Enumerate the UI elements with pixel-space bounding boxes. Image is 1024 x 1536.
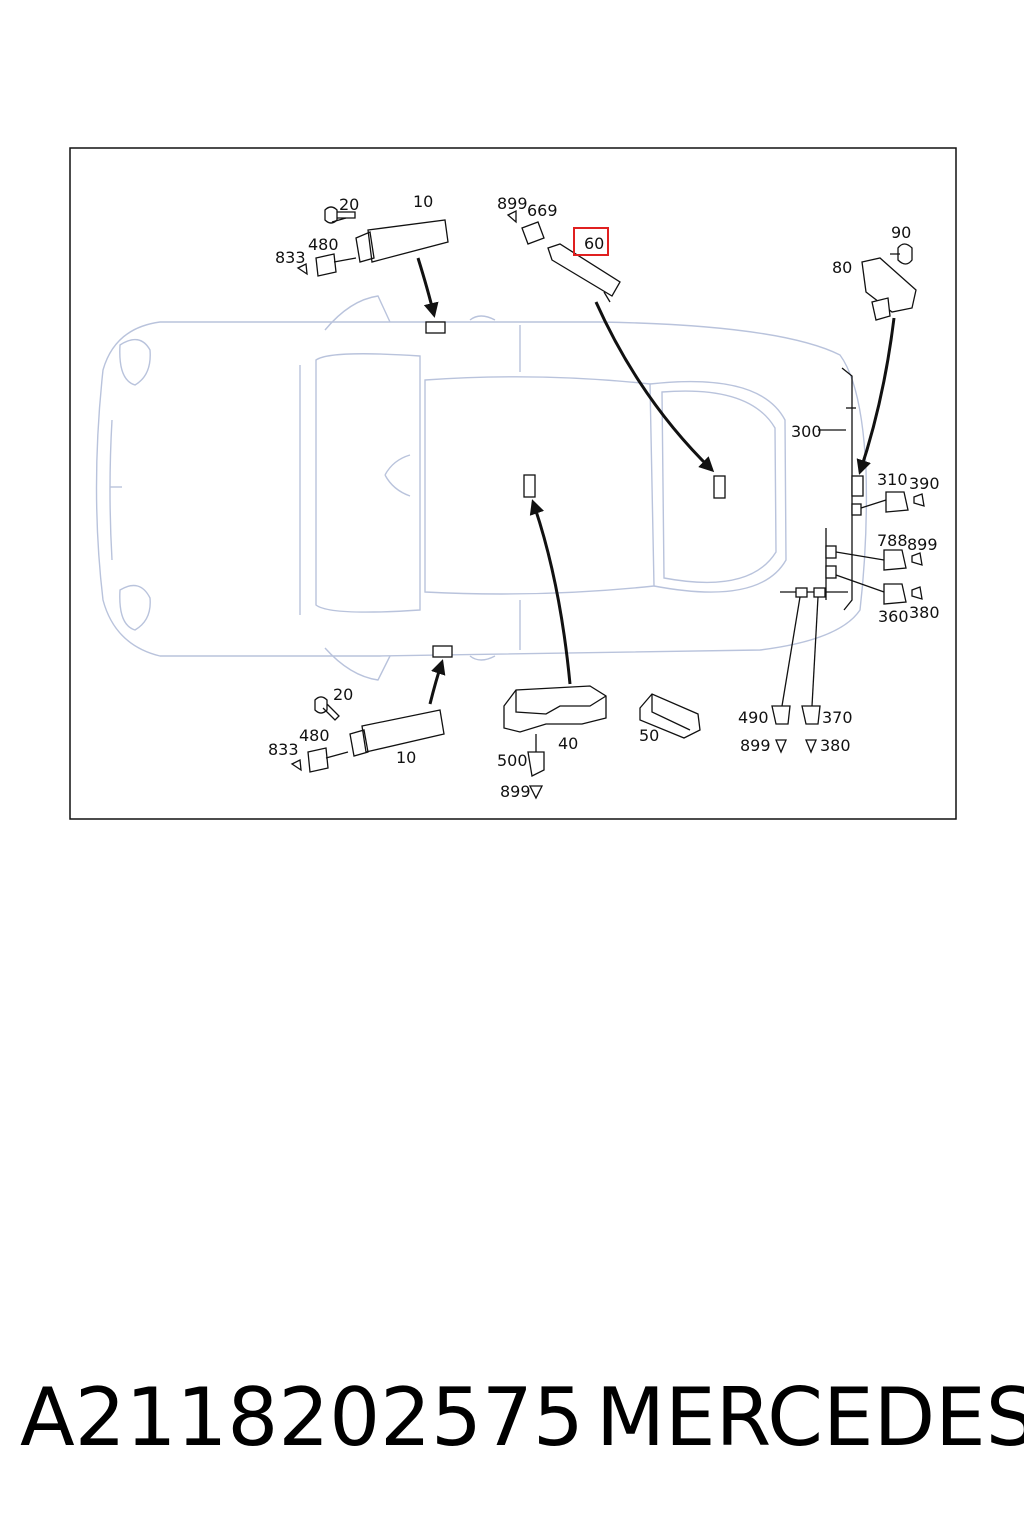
pin-icon: [506, 209, 517, 224]
highlight-box: [573, 227, 609, 256]
location-marker-center: [523, 474, 536, 498]
label-antenna-connector: 669: [527, 201, 558, 220]
connector-icon: [527, 751, 545, 777]
label-bracket: 80: [832, 258, 852, 277]
label-front-pin: 833: [275, 248, 306, 267]
connector-icon: [771, 705, 791, 725]
bracket-housing: [861, 257, 917, 313]
front-mirror-assembly: [296, 206, 449, 277]
bracket-assembly: [861, 243, 917, 321]
label-front-module: 10: [413, 192, 433, 211]
part-number: A2118202575: [20, 1371, 584, 1464]
label-control-connector: 500: [497, 751, 528, 770]
label-module-50: 50: [639, 726, 659, 745]
label-harness-c1-pin: 390: [909, 474, 940, 493]
screw-icon: [890, 243, 913, 265]
connector-icon: [883, 549, 907, 571]
label-antenna-pin: 899: [497, 194, 528, 213]
connector-icon: [521, 221, 545, 245]
module-housing: [547, 243, 621, 297]
label-rear-pin: 833: [268, 740, 299, 759]
arrow-antenna: [594, 301, 715, 473]
pin-icon: [913, 493, 925, 507]
label-harness-b2-pin: 380: [820, 736, 851, 755]
pin-icon: [296, 262, 308, 276]
label-harness-b1: 490: [738, 708, 769, 727]
label-bracket-screw: 90: [891, 223, 911, 242]
connector-icon: [885, 491, 909, 513]
rear-mirror-assembly: [290, 696, 445, 773]
location-marker-rear: [432, 645, 453, 658]
connector-icon: [801, 705, 821, 725]
clip-icon: [871, 297, 891, 321]
label-rear-module: 10: [396, 748, 416, 767]
module-50: [639, 693, 701, 739]
arrow-rear-mirror: [428, 659, 446, 705]
arrow-control-unit: [529, 499, 572, 685]
pin-icon: [805, 739, 817, 754]
arrow-front-mirror: [416, 257, 439, 318]
connector-icon: [307, 747, 349, 773]
label-harness-c2: 788: [877, 531, 908, 550]
connector-icon: [315, 253, 357, 277]
label-control-unit: 40: [558, 734, 578, 753]
label-rear-screw: 20: [333, 685, 353, 704]
wiring-harness: [771, 367, 925, 754]
pin-icon: [911, 552, 923, 566]
connector-icon: [883, 583, 907, 605]
label-harness-b2: 370: [822, 708, 853, 727]
label-antenna-module: 60: [584, 234, 604, 253]
arrow-bracket: [856, 317, 896, 475]
label-harness-c1: 310: [877, 470, 908, 489]
module-housing: [355, 219, 449, 263]
control-unit-assembly: [503, 685, 607, 800]
diagram-frame: [69, 147, 957, 820]
brand-name: MERCEDES: [596, 1371, 1024, 1464]
label-control-pin: 899: [500, 782, 531, 801]
label-front-screw: 20: [339, 195, 359, 214]
label-harness-b1-pin: 899: [740, 736, 771, 755]
label-harness-c3-pin: 380: [909, 603, 940, 622]
pin-icon: [775, 739, 787, 754]
module-housing: [349, 709, 445, 757]
antenna-module-assembly: [506, 209, 621, 303]
pin-icon: [290, 758, 302, 772]
location-marker-antenna: [713, 475, 726, 499]
location-marker-front: [425, 321, 446, 334]
label-rear-connector: 480: [299, 726, 330, 745]
bolt-icon: [314, 696, 340, 721]
pin-icon: [911, 586, 923, 600]
pin-icon: [528, 785, 544, 800]
label-front-connector: 480: [308, 235, 339, 254]
label-harness-c3: 360: [878, 607, 909, 626]
label-harness-c2-pin: 899: [907, 535, 938, 554]
car-outline: [95, 295, 868, 681]
label-harness-main: 300: [791, 422, 822, 441]
